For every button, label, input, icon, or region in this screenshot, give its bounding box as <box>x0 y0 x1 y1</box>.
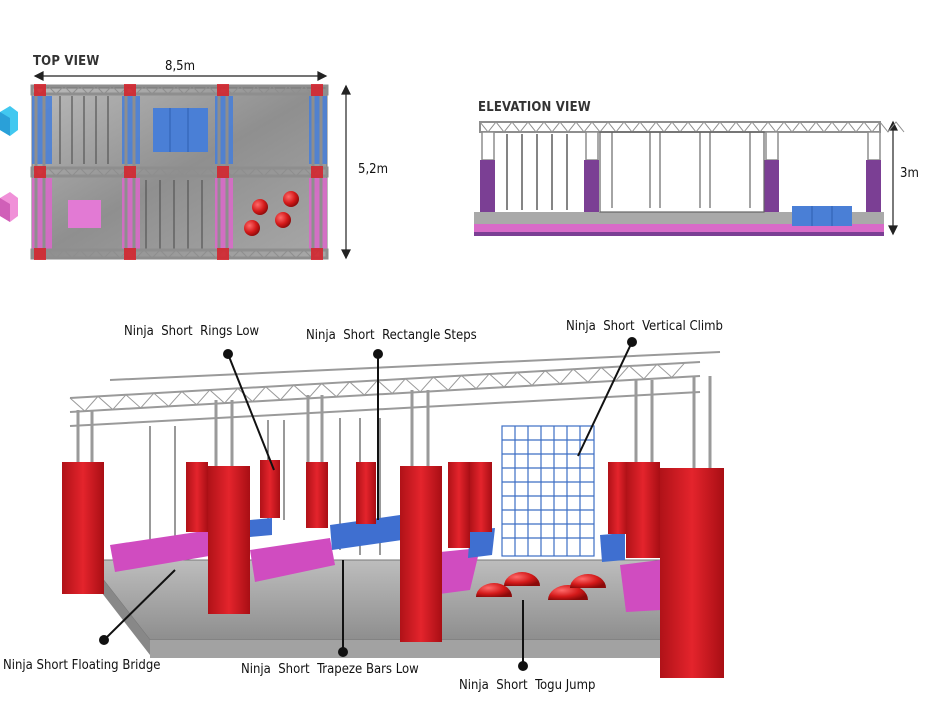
depth-dimension-arrow <box>341 84 351 260</box>
callout-rectangle-steps: Ninja Short Rectangle Steps <box>306 328 477 343</box>
red-post <box>186 462 208 532</box>
togu-domes <box>476 572 606 600</box>
callout-floating-bridge: Ninja Short Floating Bridge <box>3 658 161 673</box>
red-post <box>400 466 442 642</box>
top-view-depth-label: 5,2m <box>358 162 388 177</box>
red-post <box>356 462 376 524</box>
blue-cube-icon <box>0 106 18 136</box>
callout-togu-jump: Ninja Short Togu Jump <box>459 678 596 693</box>
top-view-togu-domes <box>244 191 299 236</box>
height-dimension-arrow <box>888 120 898 236</box>
red-post <box>62 462 104 594</box>
red-post <box>448 462 470 548</box>
top-view-floating-bridge <box>68 200 101 228</box>
top-view-width-label: 8,5m <box>165 59 195 74</box>
elevation-view-height-label: 3m <box>900 166 919 181</box>
vertical-climb-net <box>501 425 595 557</box>
red-post <box>660 468 724 678</box>
width-dimension-arrow <box>33 71 328 81</box>
red-post <box>608 462 628 534</box>
callout-vertical-climb: Ninja Short Vertical Climb <box>566 319 723 334</box>
red-post <box>306 462 328 528</box>
pink-cube-icon <box>0 192 18 222</box>
elevation-view-title: ELEVATION VIEW <box>478 100 591 115</box>
red-post <box>626 462 660 558</box>
top-view-rectangle-steps <box>153 108 208 152</box>
callout-rings-low: Ninja Short Rings Low <box>124 324 260 339</box>
red-post <box>260 460 280 518</box>
top-view-title: TOP VIEW <box>33 54 100 69</box>
red-post <box>208 466 250 614</box>
callout-trapeze-bars-low: Ninja Short Trapeze Bars Low <box>241 662 419 677</box>
red-post <box>470 462 492 532</box>
